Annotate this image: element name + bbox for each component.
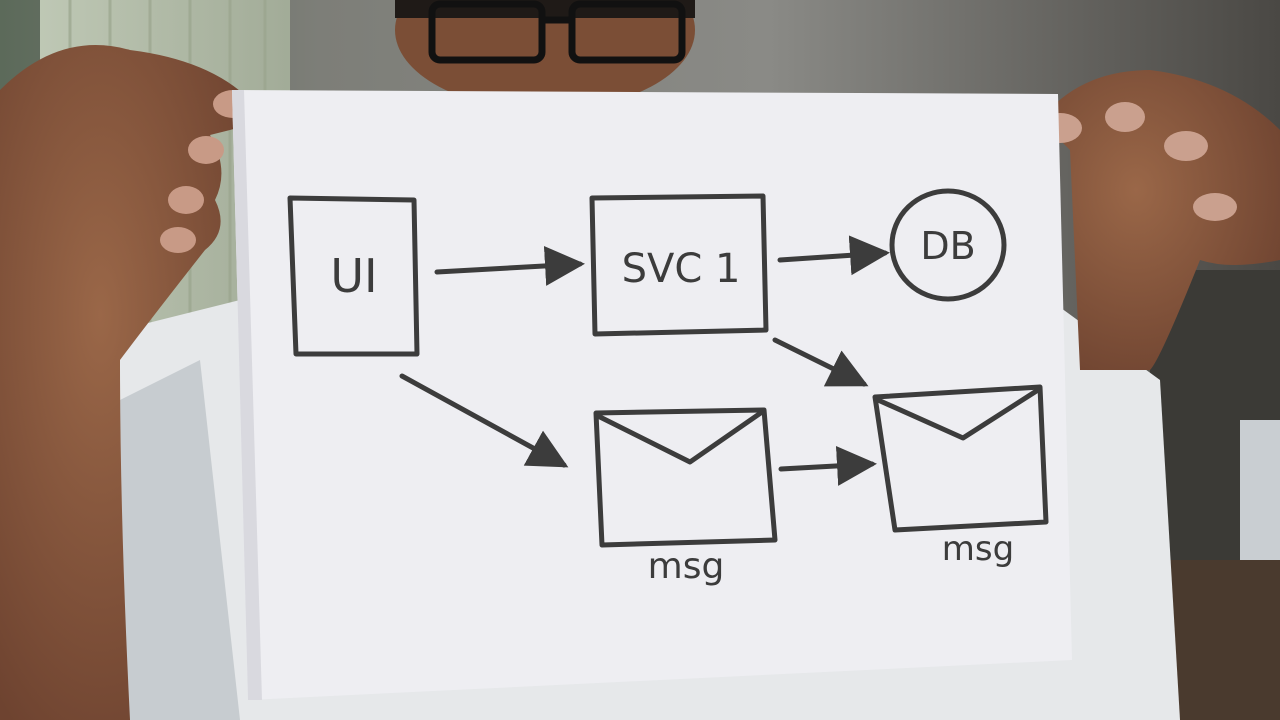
node-svc1-label: SVC 1 bbox=[622, 246, 741, 292]
right-hand bbox=[1040, 70, 1280, 370]
edge-svc1-to-db bbox=[777, 235, 890, 276]
node-msg2-label: msg bbox=[942, 529, 1014, 569]
edge-ui-to-svc1 bbox=[434, 245, 585, 286]
edge-svc1-to-msg bbox=[772, 337, 869, 387]
node-ui-box bbox=[287, 195, 420, 357]
envelope-icon bbox=[593, 407, 778, 548]
edge-ui-to-msg bbox=[399, 373, 569, 468]
node-db-label: DB bbox=[920, 224, 975, 268]
node-msg2-envelope bbox=[872, 384, 1049, 533]
edge-msg-to-msg bbox=[778, 445, 877, 486]
node-msg1-label: msg bbox=[648, 546, 725, 587]
glasses-icon bbox=[428, 0, 686, 64]
shirt-shadow bbox=[100, 360, 240, 720]
node-msg1-envelope bbox=[593, 407, 778, 548]
node-ui-label: UI bbox=[330, 249, 377, 303]
node-svc1-box bbox=[589, 193, 769, 337]
envelope-icon bbox=[872, 384, 1049, 533]
cabinet-panel bbox=[1240, 420, 1280, 570]
paper-shadow bbox=[232, 90, 262, 700]
node-db-circle bbox=[889, 188, 1007, 302]
